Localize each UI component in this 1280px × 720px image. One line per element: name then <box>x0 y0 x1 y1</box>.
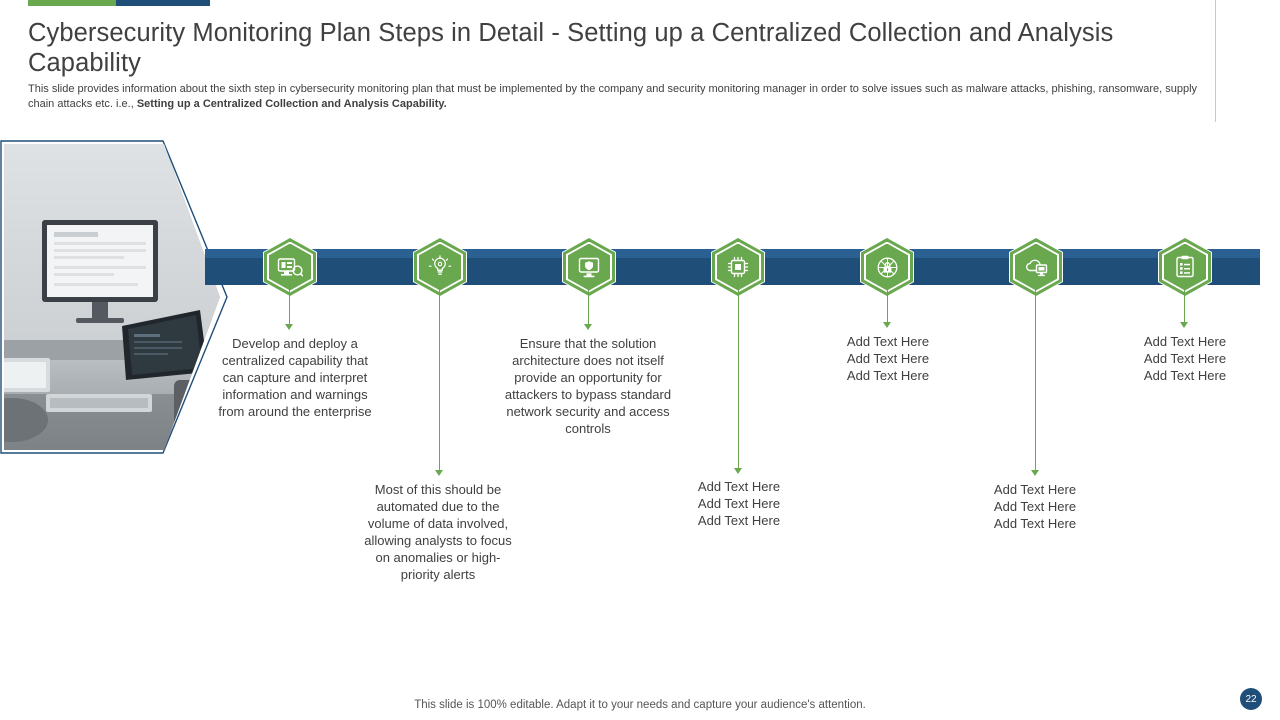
timeline-node-2[interactable] <box>413 237 467 297</box>
timeline-node-6[interactable] <box>1009 237 1063 297</box>
page-subtitle: This slide provides information about th… <box>28 82 1200 112</box>
timeline-node-3[interactable] <box>562 237 616 297</box>
connector-arrow-7 <box>1180 286 1189 328</box>
accent-bar-green <box>28 0 116 6</box>
caption-2: Most of this should be automated due to … <box>364 482 512 582</box>
photo-arrow-block <box>0 140 228 454</box>
connector-arrow-6 <box>1031 286 1040 476</box>
subtitle-emphasis: Setting up a Centralized Collection and … <box>136 98 447 110</box>
subtitle-text: This slide provides information about th… <box>28 83 1198 110</box>
page-number-badge: 22 <box>1240 688 1262 710</box>
caption-3: Ensure that the solution architecture do… <box>504 336 672 436</box>
timeline-node-7[interactable] <box>1158 237 1212 297</box>
timeline-node-1[interactable] <box>263 237 317 297</box>
connector-arrow-3 <box>584 286 593 330</box>
caption-1: Develop and deploy a centralized capabil… <box>218 336 372 419</box>
header-divider-line <box>1215 0 1216 122</box>
connector-arrow-5 <box>883 286 892 328</box>
accent-bar-navy <box>116 0 210 6</box>
page-title: Cybersecurity Monitoring Plan Steps in D… <box>28 19 1114 77</box>
photo-outline-border <box>0 140 228 454</box>
connector-arrow-2 <box>435 286 444 476</box>
connector-arrow-1 <box>285 286 294 330</box>
footer-note: This slide is 100% editable. Adapt it to… <box>414 699 866 711</box>
timeline-node-5[interactable] <box>860 237 914 297</box>
timeline-node-4[interactable] <box>711 237 765 297</box>
connector-arrow-4 <box>734 286 743 474</box>
